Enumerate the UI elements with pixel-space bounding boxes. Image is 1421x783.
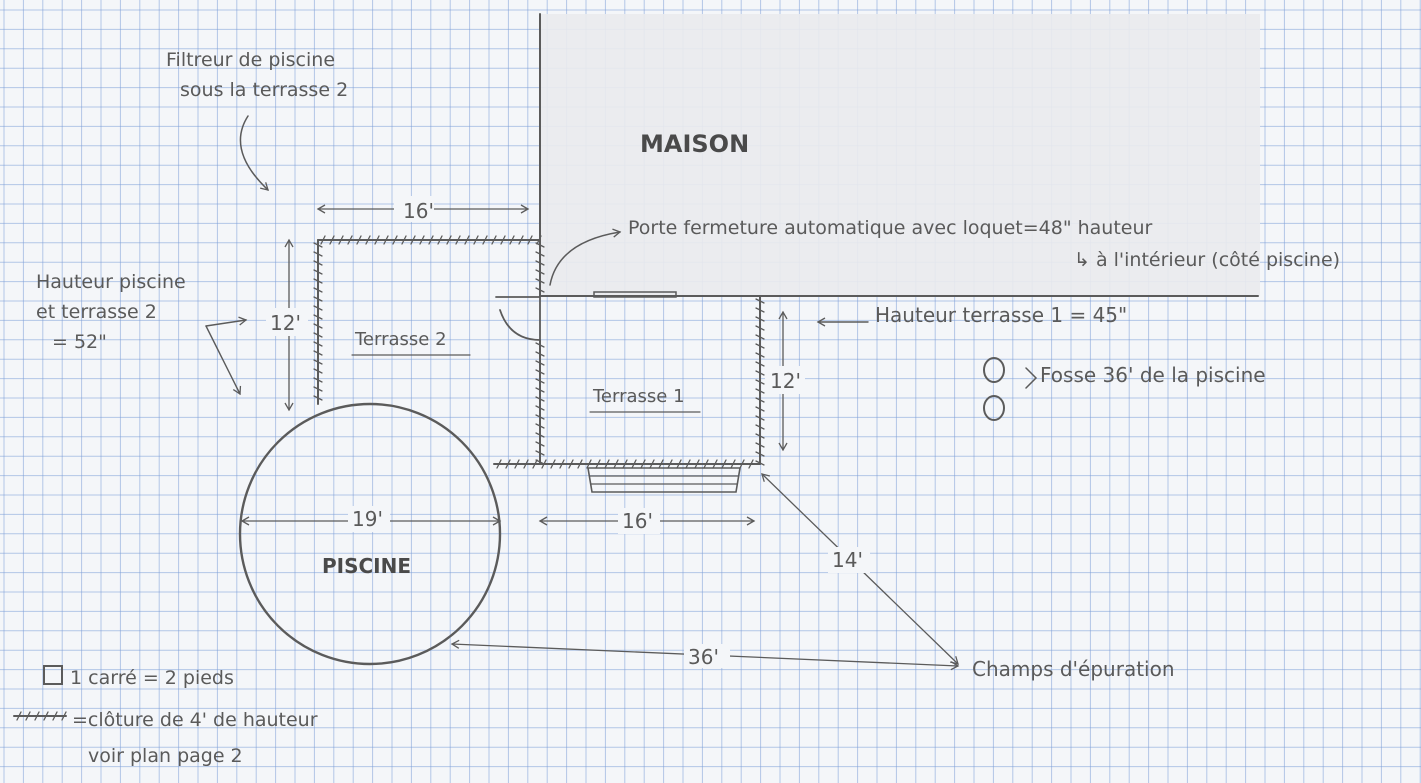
legend-fence-text-line2: voir plan page 2 (88, 745, 243, 767)
terrasse2-width-label: 16' (403, 199, 434, 223)
dim-label-bg (348, 506, 390, 532)
legend-square-symbol (43, 665, 63, 685)
gate-note-arrow (549, 228, 622, 286)
house-area (540, 14, 1260, 296)
legend-fence-text: =clôture de 4' de hauteur (72, 709, 318, 731)
septic-tank-note: Fosse 36' de la piscine (1040, 363, 1266, 387)
terrasse1-label: Terrasse 1 (592, 386, 685, 407)
pool-circle (238, 402, 502, 666)
champs-distance-t1-label: 14' (832, 548, 863, 572)
gate-note-line1: Porte fermeture automatique avec loquet=… (628, 217, 1153, 239)
fence-lines (313, 235, 765, 469)
self-closing-gate (495, 296, 541, 341)
dim-label-bg (266, 308, 308, 336)
terrasse2-height-note-line3: = 52" (52, 331, 107, 353)
terrasse1-steps (587, 467, 741, 493)
dim-label-bg (765, 366, 805, 394)
legend-scale-text: 1 carré = 2 pieds (70, 667, 234, 689)
terrasse2-height-note-line2: et terrasse 2 (36, 301, 157, 323)
terrasse2-height-label: 12' (270, 311, 301, 335)
gate-note-line2: ↳ à l'intérieur (côté piscine) (1074, 249, 1340, 271)
house-label: MAISON (640, 130, 749, 158)
septic-tank-bracket (1025, 367, 1038, 389)
dim-label-bg (684, 644, 730, 668)
filtreur-arrow (239, 115, 269, 191)
dim-label-bg (828, 547, 870, 573)
filtreur-note-line2: sous la terrasse 2 (180, 79, 348, 101)
leaching-field-label: Champs d'épuration (972, 657, 1175, 681)
septic-tank-symbols (983, 357, 1005, 421)
champs-distance-pool-label: 36' (688, 645, 719, 669)
terrasse1-height-label: 12' (770, 369, 801, 393)
pool-diameter-label: 19' (352, 507, 383, 531)
terrasse2-height-arrow-1 (205, 316, 248, 327)
terrasse2-height-arrow-2 (205, 325, 242, 396)
terrasse1-width-label: 16' (622, 509, 653, 533)
house-door-step (593, 291, 677, 298)
dim-label-bg (394, 196, 434, 222)
terrasse2-label: Terrasse 2 (354, 329, 447, 350)
terrasse2-height-note-line1: Hauteur piscine (36, 271, 186, 293)
terrasse1-height-note: Hauteur terrasse 1 = 45" (875, 303, 1127, 327)
dim-label-bg (618, 508, 660, 534)
filtreur-note-line1: Filtreur de piscine (166, 49, 335, 71)
legend-fence-symbol (13, 711, 67, 721)
pool-label: PISCINE (322, 554, 411, 578)
